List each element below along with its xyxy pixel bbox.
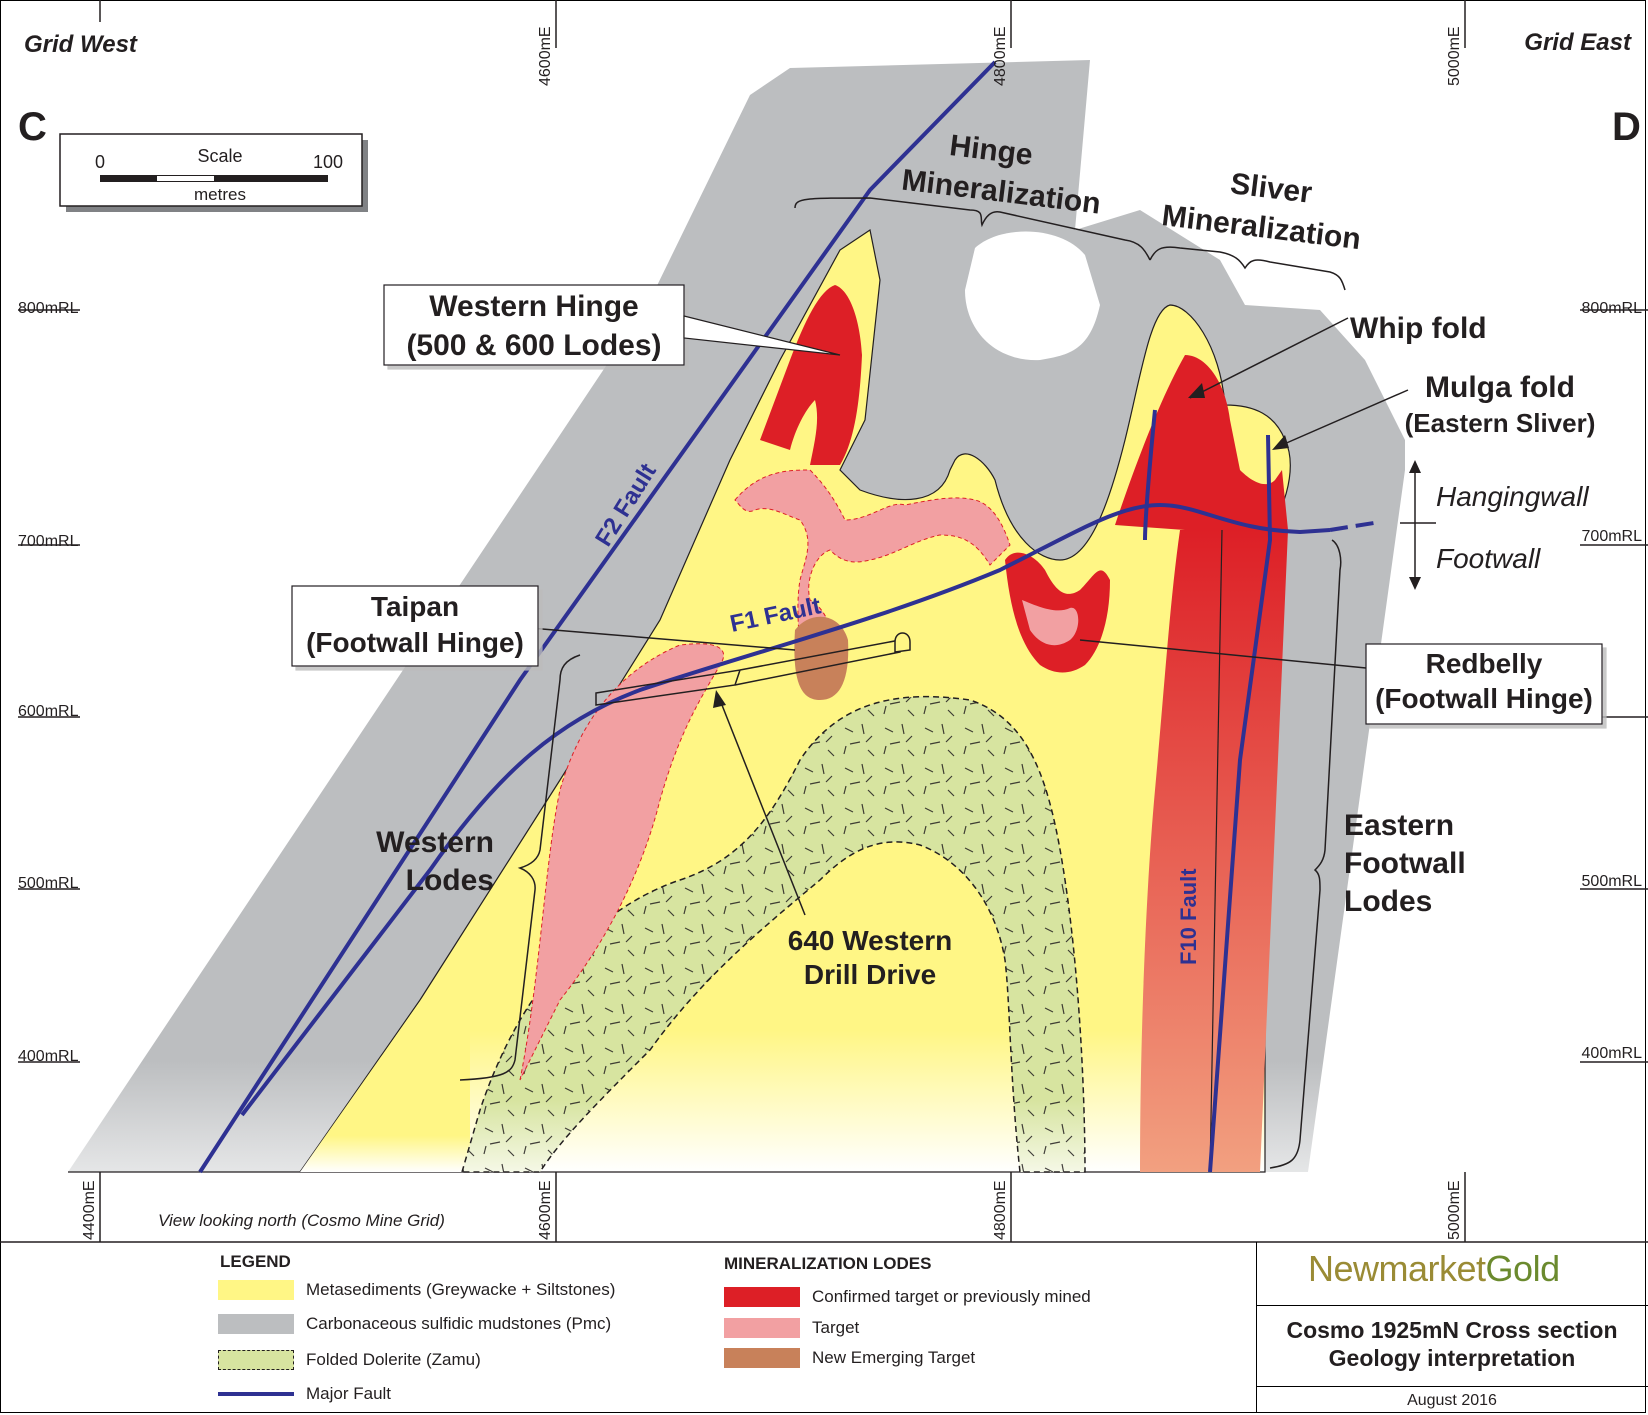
legend-label: Carbonaceous sulfidic mudstones (Pmc) — [306, 1314, 611, 1334]
footwall-label: Footwall — [1436, 543, 1541, 574]
legend-label: Confirmed target or previously mined — [812, 1287, 1091, 1307]
whip-fold-label: Whip fold — [1350, 312, 1487, 345]
rl-label: 500mRL — [1582, 873, 1643, 890]
brand-logo: NewmarketGold — [1308, 1248, 1560, 1290]
scale-title: Scale — [197, 146, 242, 166]
rl-label: 600mRL — [18, 703, 79, 720]
legend-item-fault: Major Fault — [218, 1384, 391, 1404]
rl-label: 500mRL — [18, 875, 79, 892]
mulga-fold-label: Mulga fold(Eastern Sliver) — [1405, 371, 1596, 438]
legend-swatch — [724, 1318, 800, 1338]
rl-label: 800mRL — [1582, 300, 1643, 317]
scale-max: 100 — [313, 152, 343, 172]
legend-item-emerging: New Emerging Target — [724, 1348, 975, 1368]
scale-min: 0 — [95, 152, 105, 172]
legend-title: LEGEND — [220, 1252, 291, 1272]
legend-item-target: Target — [724, 1318, 859, 1338]
legend-label: Target — [812, 1318, 859, 1338]
map-date: August 2016 — [1256, 1392, 1648, 1410]
legend-swatch — [218, 1314, 294, 1334]
view-note: View looking north (Cosmo Mine Grid) — [158, 1211, 445, 1230]
hw-arrow-up — [1409, 460, 1421, 473]
rl-label: 400mRL — [18, 1048, 79, 1065]
easting-label: 4600mE — [537, 26, 554, 86]
scale-unit: metres — [194, 185, 246, 204]
hw-arrow-down — [1409, 577, 1421, 590]
rl-label: 400mRL — [1582, 1045, 1643, 1062]
f10-fault-label: F10 Fault — [1176, 868, 1201, 965]
map-title: Cosmo 1925mN Cross section Geology inter… — [1256, 1316, 1648, 1372]
easting-label: 4800mE — [992, 26, 1009, 86]
legend-item-confirmed: Confirmed target or previously mined — [724, 1287, 1091, 1307]
easting-label: 4400mE — [81, 1180, 98, 1240]
rl-label: 800mRL — [18, 300, 79, 317]
legend-label: Metasediments (Greywacke + Siltstones) — [306, 1280, 615, 1300]
legend-item-dolerite: Folded Dolerite (Zamu) — [218, 1350, 481, 1370]
sliver-mineralization-label: SliverMineralization — [1160, 159, 1367, 256]
section-end-letter: D — [1612, 105, 1641, 149]
hangingwall-label: Hangingwall — [1436, 481, 1589, 512]
easting-label: 4800mE — [992, 1180, 1009, 1240]
easting-label: 5000mE — [1446, 1180, 1463, 1240]
grid-west-label: Grid West — [24, 31, 138, 58]
legend-swatch — [724, 1287, 800, 1307]
easting-label: 5000mE — [1446, 26, 1463, 86]
legend-swatch — [218, 1350, 294, 1370]
title-divider — [1256, 1305, 1648, 1306]
legend-label: Major Fault — [306, 1384, 391, 1404]
mineralization-title: MINERALIZATION LODES — [724, 1254, 931, 1274]
section-start-letter: C — [18, 105, 47, 149]
easting-label: 4600mE — [537, 1180, 554, 1240]
legend-label: New Emerging Target — [812, 1348, 975, 1368]
drill-drive-portal — [895, 633, 910, 652]
legend-swatch — [724, 1348, 800, 1368]
legend-swatch — [218, 1280, 294, 1300]
legend-item-mudstones: Carbonaceous sulfidic mudstones (Pmc) — [218, 1314, 611, 1334]
legend-item-metasediments: Metasediments (Greywacke + Siltstones) — [218, 1280, 615, 1300]
legend-label: Folded Dolerite (Zamu) — [306, 1350, 481, 1370]
rl-label: 700mRL — [18, 533, 79, 550]
title-divider — [1256, 1386, 1648, 1387]
legend-swatch — [218, 1392, 294, 1396]
grid-east-label: Grid East — [1524, 29, 1632, 56]
rl-label: 700mRL — [1582, 528, 1643, 545]
